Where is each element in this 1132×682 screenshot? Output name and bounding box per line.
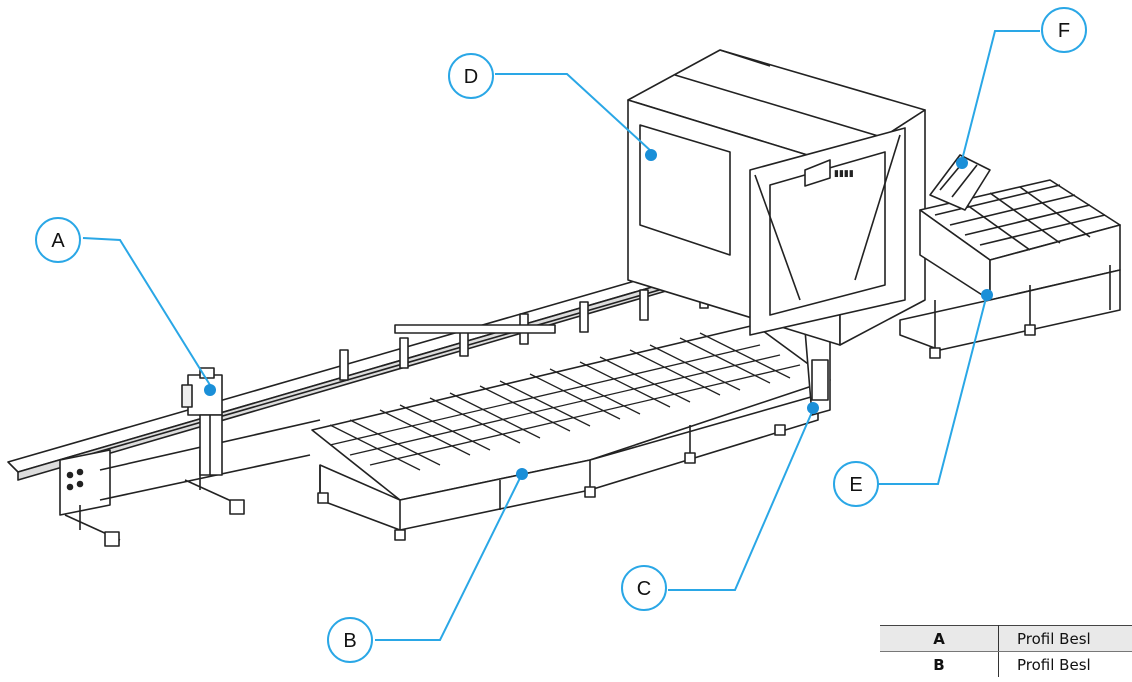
callouts: A B C D E	[35, 7, 1087, 663]
machine-illustration: ▮▮▮▮	[7, 49, 1121, 547]
callout-A: A	[35, 217, 216, 396]
callout-label-A: A	[51, 230, 65, 252]
callout-label-B: B	[343, 630, 356, 652]
callout-E: E	[833, 289, 993, 507]
outfeed-table	[899, 154, 1121, 359]
callout-label-C: C	[637, 578, 651, 600]
callout-label-F: F	[1058, 20, 1070, 42]
main-worktable	[311, 277, 831, 541]
legend-row: A Profil Besl	[880, 625, 1132, 652]
callout-B: B	[327, 468, 528, 663]
callout-label-E: E	[849, 474, 862, 496]
svg-text:▮▮▮▮: ▮▮▮▮	[834, 169, 854, 179]
legend-description: Profil Besl	[1017, 656, 1091, 674]
callout-C: C	[621, 402, 819, 611]
profile-stop-unit	[181, 367, 223, 476]
legend-table: A Profil Besl B Profil Besl	[880, 625, 1132, 677]
legend-row: B Profil Besl	[880, 651, 1132, 677]
processing-cabin: ▮▮▮▮	[627, 49, 926, 346]
callout-F: F	[956, 7, 1087, 169]
callout-label-D: D	[464, 66, 478, 88]
legend-description: Profil Besl	[998, 625, 1132, 652]
legend-key: B	[880, 651, 999, 677]
legend-key: A	[880, 625, 999, 652]
callout-D: D	[448, 53, 657, 161]
